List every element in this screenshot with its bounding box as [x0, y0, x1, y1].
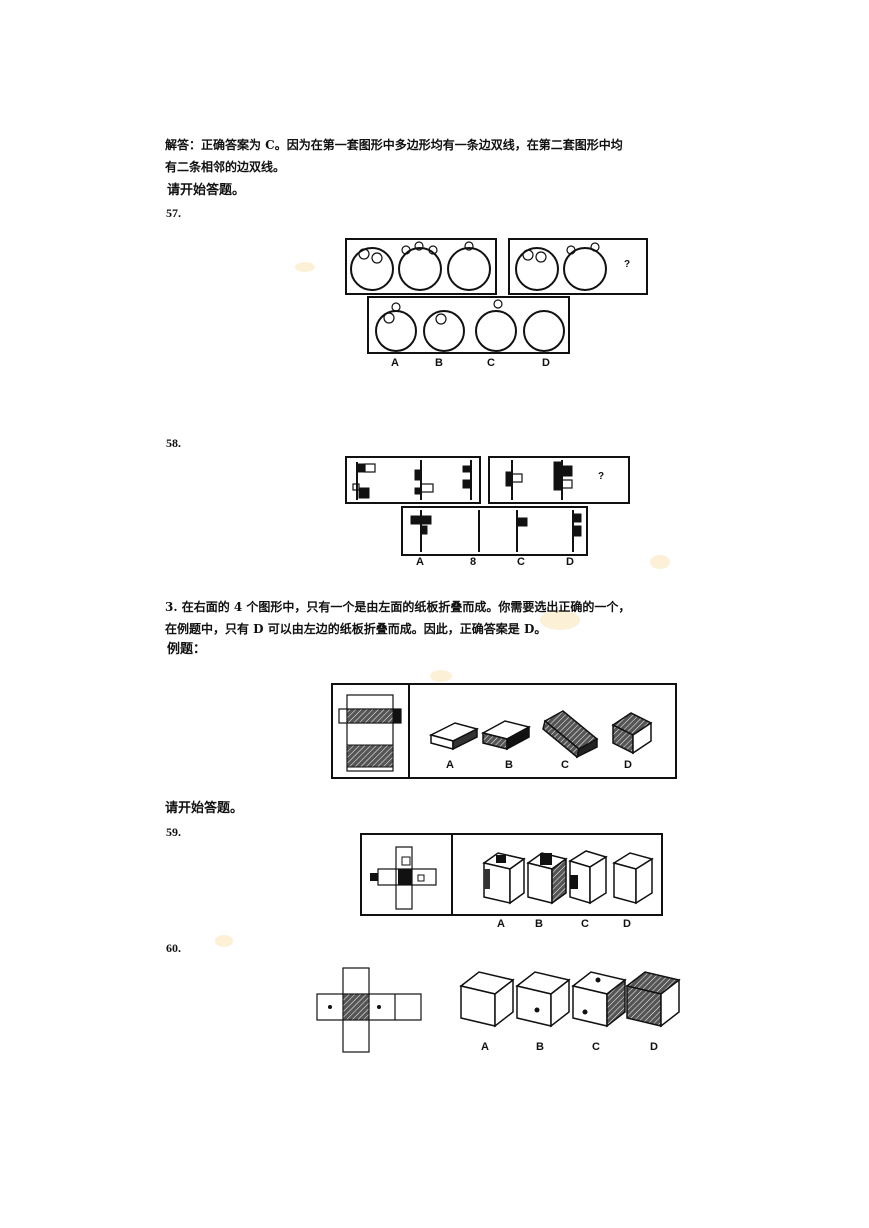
start-answering-heading-2: 请开始答题。 [165, 801, 244, 816]
q58-set1-box [345, 456, 481, 504]
section3-instructions-line2: 在例题中，只有 D 可以由左边的纸板折叠而成。因此，正确答案是 D。 [165, 622, 547, 636]
q60-option-b[interactable]: B [536, 1041, 544, 1053]
q59-divider [451, 834, 453, 915]
q57-set1-box [345, 238, 497, 295]
start-answering-heading: 请开始答题。 [167, 183, 246, 198]
q59-option-c[interactable]: C [581, 918, 589, 930]
example-option-a[interactable]: A [446, 759, 454, 771]
q57-option-a[interactable]: A [391, 357, 399, 369]
stain [430, 670, 452, 682]
q59-net-and-cubes [370, 846, 654, 910]
question-number-59: 59. [166, 825, 181, 839]
example-net-and-boxes [338, 694, 653, 772]
q58-set2-box [488, 456, 630, 504]
q57-option-b[interactable]: B [435, 357, 443, 369]
example-divider [408, 684, 410, 778]
question-number-58: 58. [166, 436, 181, 450]
q59-option-a[interactable]: A [497, 918, 505, 930]
q57-option-circles [375, 299, 565, 352]
section3-instructions-line1: 3. 在右面的 4 个图形中，只有一个是由左面的纸板折叠而成。你需要选出正确的一… [165, 600, 631, 614]
q57-set2-box [508, 238, 648, 295]
q57-option-c[interactable]: C [487, 357, 495, 369]
q60-option-d[interactable]: D [650, 1041, 658, 1053]
q58-option-d[interactable]: D [566, 556, 574, 568]
example-box [331, 683, 677, 779]
q58-option-a[interactable]: A [416, 556, 424, 568]
q58-options-box [401, 506, 588, 556]
answer-explanation-line2: 有二条相邻的边双线。 [165, 160, 286, 174]
q59-option-b[interactable]: B [535, 918, 543, 930]
stain [540, 610, 580, 630]
stain [215, 935, 233, 947]
example-heading: 例题： [167, 642, 207, 657]
q60-option-c[interactable]: C [592, 1041, 600, 1053]
q57-option-d[interactable]: D [542, 357, 550, 369]
q58-question-mark: ? [598, 471, 605, 482]
q57-set1-circles [350, 241, 491, 291]
answer-explanation-line1: 解答：正确答案为 C。因为在第一套图形中多边形均有一条边双线，在第二套图形中均 [165, 138, 623, 152]
q60-net-and-cubes [316, 967, 681, 1053]
question-number-60: 60. [166, 941, 181, 955]
q59-option-d[interactable]: D [623, 918, 631, 930]
q58-option-shapes [410, 510, 582, 552]
q57-set2-circles [515, 242, 607, 291]
q58-set1-shapes [352, 460, 472, 500]
q57-options-box [367, 296, 570, 354]
q58-option-c[interactable]: C [517, 556, 525, 568]
question-number-57: 57. [166, 206, 181, 220]
q59-box [360, 833, 663, 916]
stain [650, 555, 670, 569]
stain [295, 262, 315, 272]
q58-option-b[interactable]: 8 [470, 556, 477, 568]
example-option-d[interactable]: D [624, 759, 632, 771]
q58-set2-shapes [505, 460, 573, 500]
q57-question-mark: ? [624, 259, 631, 270]
q60-option-a[interactable]: A [481, 1041, 489, 1053]
example-option-b[interactable]: B [505, 759, 513, 771]
example-option-c[interactable]: C [561, 759, 569, 771]
